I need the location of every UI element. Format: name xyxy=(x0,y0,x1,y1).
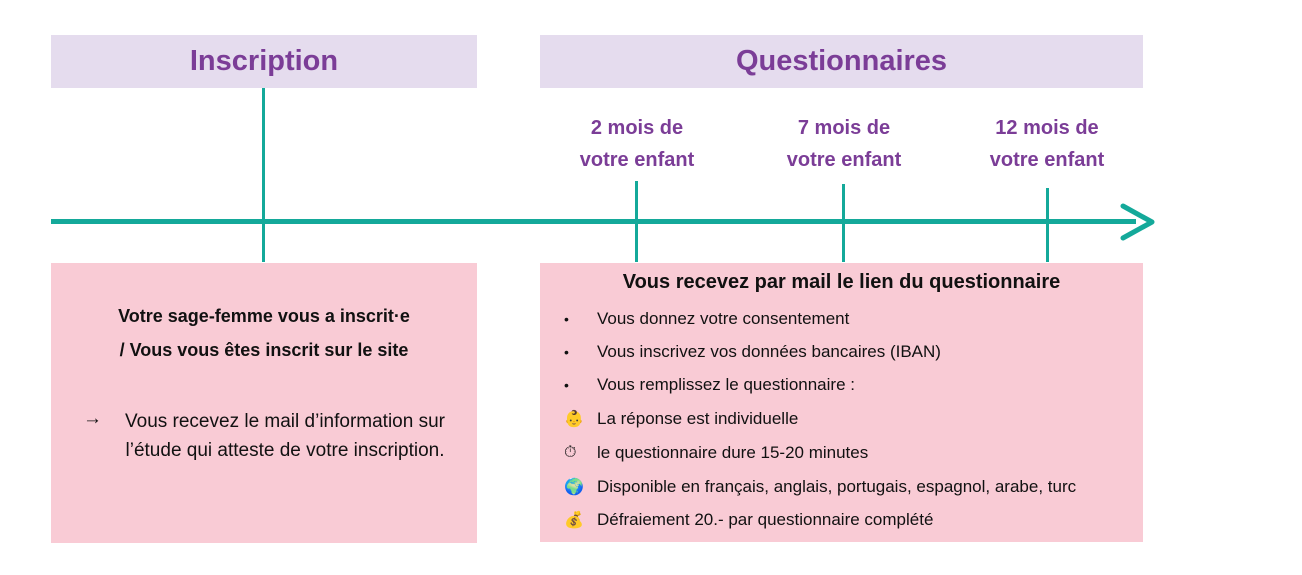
timeline-arrowhead-icon xyxy=(1120,203,1155,241)
inscription-line-2: / Vous vous êtes inscrit sur le site xyxy=(119,340,409,360)
questionnaires-header-label: Questionnaires xyxy=(735,45,948,77)
list-item: • Vous donnez votre consentement xyxy=(564,309,849,329)
milestone-label-7-months: 7 mois de votre enfant xyxy=(786,117,902,171)
milestone-label-2-months: 2 mois de votre enfant xyxy=(579,117,695,171)
list-item-text: Vous donnez votre consentement xyxy=(597,309,850,328)
inscription-tick xyxy=(262,88,265,262)
bullet-icon: • xyxy=(564,311,569,327)
detail-item-text: La réponse est individuelle xyxy=(597,409,799,428)
detail-item-text: Disponible en français, anglais, portuga… xyxy=(597,477,1077,496)
list-item: • Vous remplissez le questionnaire : xyxy=(564,375,855,395)
bullet-icon: • xyxy=(564,344,569,360)
detail-item: 🌍 Disponible en français, anglais, portu… xyxy=(564,477,1076,497)
inscription-header: Inscription xyxy=(51,35,477,88)
stopwatch-icon: ⏱ xyxy=(564,444,577,461)
globe-icon: 🌍 xyxy=(564,479,584,496)
list-item: • Vous inscrivez vos données bancaires (… xyxy=(564,342,941,362)
milestone-tick-12-months xyxy=(1046,188,1049,262)
inscription-line-1: Votre sage-femme vous a inscrit·e xyxy=(118,306,410,326)
detail-item-text: Défraiement 20.- par questionnaire compl… xyxy=(597,510,934,529)
right-arrow-icon: → xyxy=(83,408,102,429)
detail-item: ⏱ le questionnaire dure 15-20 minutes xyxy=(564,443,868,463)
questionnaire-box: Vous recevez par mail le lien du questio… xyxy=(540,263,1143,542)
timeline-axis xyxy=(51,219,1136,224)
detail-item-text: le questionnaire dure 15-20 minutes xyxy=(597,443,869,462)
inscription-info-text: Vous recevez le mail d’information sur l… xyxy=(125,411,445,461)
baby-icon: 👶 xyxy=(564,411,584,428)
questionnaires-header: Questionnaires xyxy=(540,35,1143,88)
list-item-text: Vous inscrivez vos données bancaires (IB… xyxy=(597,342,941,361)
list-item-text: Vous remplissez le questionnaire : xyxy=(597,375,855,394)
money-bag-icon: 💰 xyxy=(564,512,584,529)
milestone-label-12-months: 12 mois de votre enfant xyxy=(989,117,1105,171)
inscription-box: Votre sage-femme vous a inscrit·e / Vous… xyxy=(51,263,477,543)
detail-item: 👶 La réponse est individuelle xyxy=(564,409,798,429)
bullet-icon: • xyxy=(564,377,569,393)
inscription-header-label: Inscription xyxy=(189,45,339,77)
questionnaire-box-title: Vous recevez par mail le lien du questio… xyxy=(622,271,1061,293)
detail-item: 💰 Défraiement 20.- par questionnaire com… xyxy=(564,510,933,530)
